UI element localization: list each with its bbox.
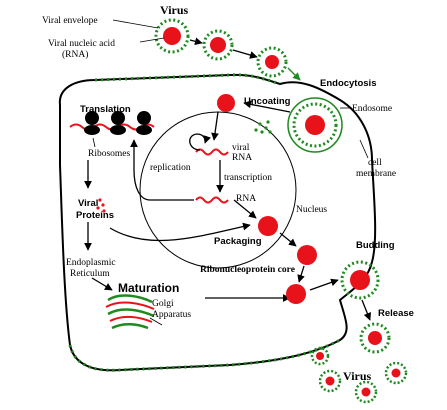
label-viral-rna: viral [232, 143, 250, 153]
label-virus-top: Virus [160, 3, 189, 17]
leader-golgi [149, 317, 163, 326]
viral-protein-dots [96, 198, 106, 213]
released-virus-4 [384, 361, 408, 385]
arrow-rna-to-packaging [233, 199, 257, 219]
cell-membrane-fringe [68, 338, 341, 372]
arrow-rnp-to-budding [309, 278, 339, 291]
endosome [287, 97, 343, 153]
released-virus-3 [354, 380, 378, 404]
budding-virus [340, 260, 380, 300]
label-cell-membrane-2: membrane [356, 169, 396, 179]
label-release: Release [378, 308, 414, 319]
replication-loop-arrow [189, 133, 211, 151]
virus-particle-incoming-2 [202, 29, 234, 61]
arrow-core-to-nucleus [211, 111, 219, 141]
released-virus-2 [318, 369, 342, 393]
leader-viral-envelope [112, 19, 159, 29]
label-er-2: Reticulum [70, 269, 110, 279]
ribosome-1 [84, 111, 100, 135]
label-rnp-core: Ribonucleoprotein core [200, 265, 295, 275]
rna-wave [195, 196, 229, 204]
arrow-rnp-down [297, 265, 305, 283]
uncoated-rna-core [217, 94, 235, 112]
label-viral-proteins: Viral [78, 198, 98, 209]
label-transcription: transcription [224, 173, 272, 183]
label-cell-membrane: cell [368, 158, 382, 168]
arrow-uncoating [243, 100, 291, 113]
cell-membrane-fringe-top [94, 73, 281, 86]
rnp-core-1 [297, 245, 317, 265]
rnp-core-2 [286, 284, 306, 304]
label-rna: RNA [236, 194, 256, 204]
golgi-apparatus [105, 294, 155, 330]
virus-particle-incoming-3 [256, 46, 288, 78]
leader-ribosomes [92, 137, 96, 148]
label-maturation: Maturation [118, 281, 179, 295]
viral-rna-wave [195, 148, 229, 156]
label-endosome: Endosome [352, 104, 392, 114]
label-viral-proteins-2: Proteins [76, 210, 114, 221]
released-virus-5 [310, 346, 330, 366]
label-nucleus: Nucleus [296, 205, 327, 215]
arrow-er-to-maturation [91, 277, 113, 291]
label-viral-rna-2: RNA [232, 153, 252, 163]
label-viral-envelope: Viral envelope [42, 16, 98, 26]
label-golgi: Golgi [152, 299, 174, 309]
arrow-budding-to-release [361, 299, 372, 321]
label-viral-nucleic-acid-rna: (RNA) [62, 49, 88, 60]
arrow-packaging-to-rnp [279, 232, 297, 247]
packaged-core [258, 216, 278, 236]
label-packaging: Packaging [214, 236, 262, 247]
label-budding: Budding [356, 240, 395, 251]
label-replication: replication [150, 163, 191, 173]
ribosome-2 [110, 111, 126, 135]
label-er: Endoplasmic [66, 258, 116, 268]
arrow-virus-2-3 [232, 49, 258, 59]
virus-particle-incoming-1 [154, 18, 190, 54]
label-golgi-2: Apparatus [152, 310, 191, 320]
label-uncoating: Uncoating [244, 96, 291, 107]
ribosome-3 [136, 111, 152, 135]
arrow-rna-to-ribosomes [130, 139, 194, 201]
released-virus-1 [359, 322, 391, 354]
leader-viral-nucleic-acid [139, 37, 165, 43]
arrow-virus-1-2 [189, 37, 203, 46]
label-viral-nucleic-acid: Viral nucleic acid [48, 39, 115, 49]
arrow-endocytosis [287, 67, 301, 81]
arrow-proteins-to-packaging [109, 222, 251, 242]
label-endocytosis: Endocytosis [320, 78, 377, 89]
label-ribosomes: Ribosomes [88, 149, 131, 159]
label-virus-bottom: Virus [343, 369, 372, 383]
leader-cell-membrane [359, 139, 369, 159]
label-translation: Translation [80, 104, 131, 115]
envelope-fragments [254, 120, 272, 134]
